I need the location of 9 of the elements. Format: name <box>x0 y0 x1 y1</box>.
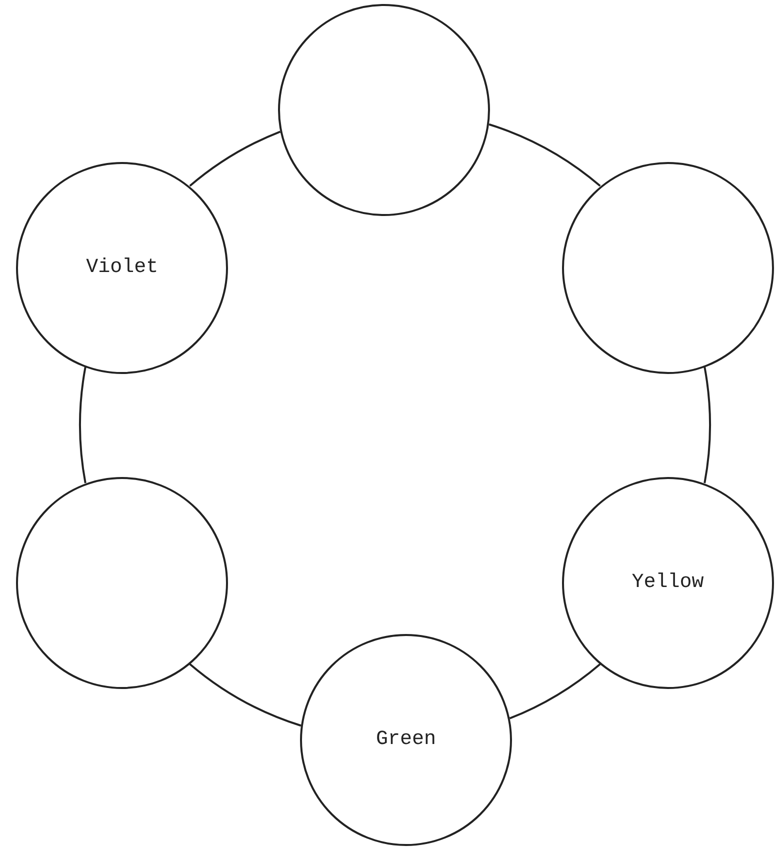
connector-arc <box>189 130 281 187</box>
connector-arc <box>79 366 86 484</box>
color-label: Violet <box>86 256 158 279</box>
connector-arc <box>704 366 711 484</box>
color-label: Green <box>376 728 436 752</box>
connector-arc <box>189 663 302 727</box>
color-label: Yellow <box>632 571 704 594</box>
connector-arc <box>509 663 601 720</box>
connector-arc <box>488 123 601 187</box>
